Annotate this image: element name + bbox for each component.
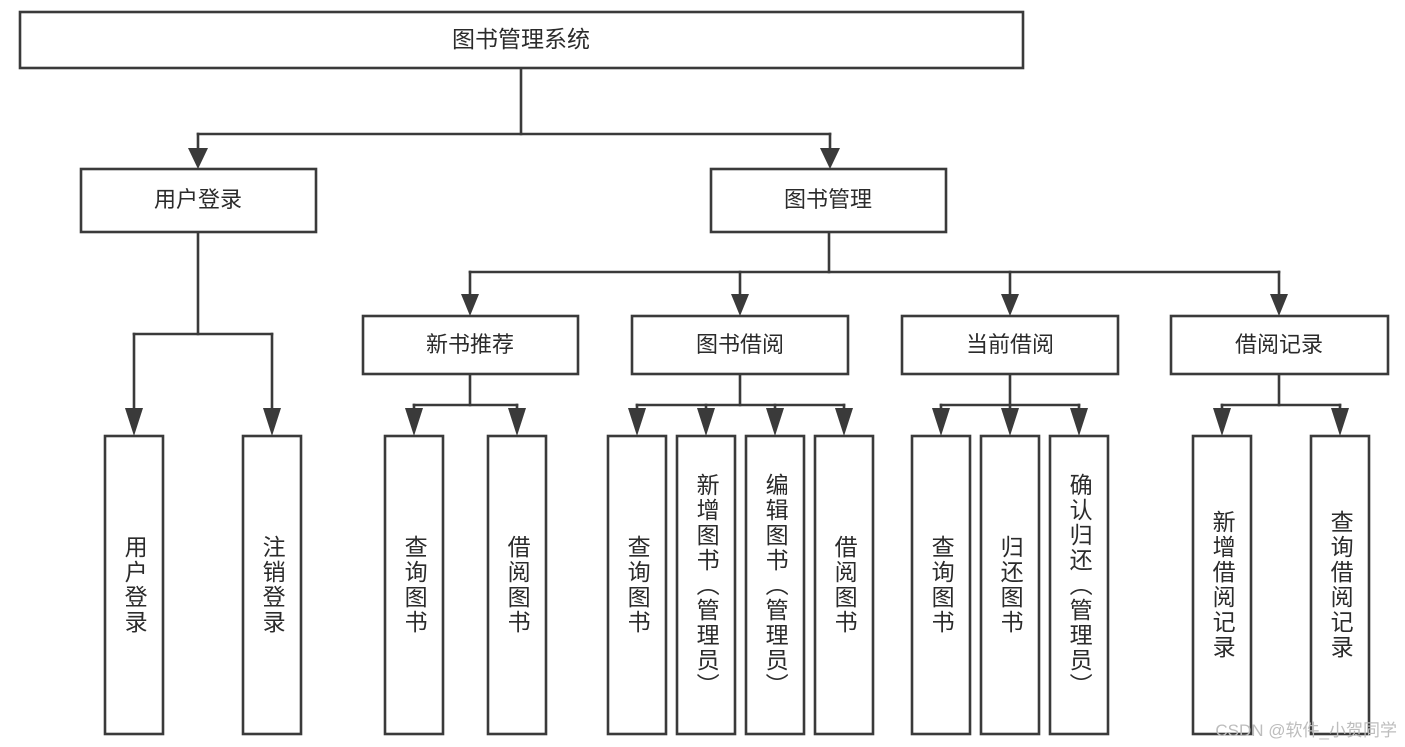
leaf-box-bookborrow-edit[interactable] [744,434,806,736]
node-book-management[interactable] [709,167,948,234]
node-new-book-recommend[interactable] [361,314,580,376]
leaf-box-user-login-login[interactable] [103,434,165,736]
leaf-box-bookborrow-add[interactable] [675,434,737,736]
leaf-box-bookborrow-borrow[interactable] [813,434,875,736]
leaf-box-currentborrow-query[interactable] [910,434,972,736]
leaf-box-record-query[interactable] [1309,434,1371,736]
connector-newbook-to-leaves [405,372,526,436]
node-book-management-label: 图书管理 [784,187,872,212]
connector-bookborrow-to-leaves [628,372,853,436]
node-new-book-recommend-label: 新书推荐 [426,332,514,357]
leaf-box-user-login-logout[interactable] [241,434,303,736]
node-book-borrow-label: 图书借阅 [696,332,784,357]
connector-bookmgmt-to-level3 [461,230,1288,316]
connector-borrowrecord-to-leaves [1213,372,1349,436]
leaf-box-record-add[interactable] [1191,434,1253,736]
connector-userlogin-to-leaves [125,230,281,436]
connector-root-to-level2 [188,66,840,169]
node-root-system[interactable] [18,10,1025,70]
watermark-text: CSDN @软件_小贺同学 [1215,721,1397,740]
leaf-box-currentborrow-confirm[interactable] [1048,434,1110,736]
node-user-login[interactable] [79,167,318,234]
node-root-system-label: 图书管理系统 [452,26,590,52]
leaf-box-bookborrow-query[interactable] [606,434,668,736]
node-book-borrow[interactable] [630,314,850,376]
node-borrow-record-label: 借阅记录 [1235,332,1323,357]
connector-currentborrow-to-leaves [932,372,1088,436]
leaf-box-currentborrow-return[interactable] [979,434,1041,736]
node-borrow-record[interactable] [1169,314,1390,376]
leaf-box-newbook-query[interactable] [383,434,445,736]
node-user-login-label: 用户登录 [154,187,242,212]
leaf-box-newbook-borrow[interactable] [486,434,548,736]
node-current-borrow-label: 当前借阅 [966,332,1054,357]
node-current-borrow[interactable] [900,314,1120,376]
